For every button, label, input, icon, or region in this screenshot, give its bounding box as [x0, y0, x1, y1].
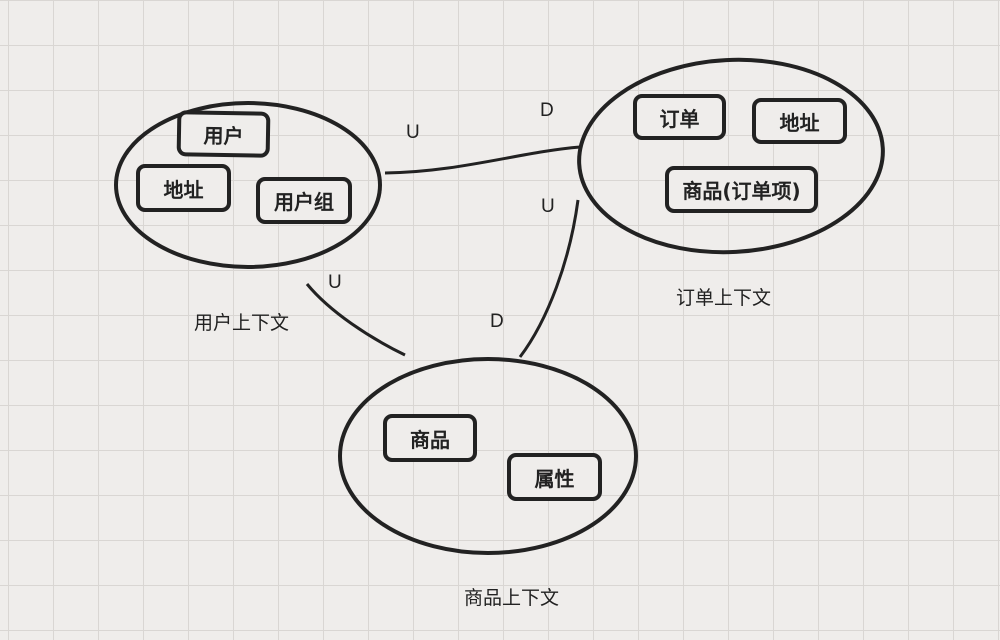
entity-user-address: 地址	[136, 164, 231, 212]
product-order-downstream-label: D	[490, 311, 504, 332]
order-context-boundary	[577, 57, 885, 255]
user-context-title: 用户上下文	[194, 312, 290, 334]
product-order-upstream-label: U	[541, 196, 555, 217]
entity-user-group: 用户组	[256, 177, 352, 224]
product-context-title: 商品上下文	[464, 587, 560, 609]
entity-user: 用户	[176, 110, 271, 158]
entity-product-attribute: 属性	[507, 453, 602, 501]
user-product-upstream-label: U	[328, 272, 342, 293]
entity-product: 商品	[383, 414, 477, 462]
user-order-upstream-label: U	[406, 122, 420, 143]
user-order-downstream-label: D	[540, 100, 554, 121]
entity-order-item: 商品(订单项)	[665, 166, 818, 213]
user-product-relation-line	[305, 283, 406, 357]
order-context-title: 订单上下文	[676, 287, 772, 309]
product-order-relation-line	[518, 199, 580, 358]
user-context-boundary	[114, 101, 382, 269]
product-context-boundary	[338, 357, 638, 555]
user-order-relation-line	[384, 145, 581, 175]
entity-order-address: 地址	[752, 98, 847, 144]
entity-order: 订单	[633, 94, 726, 140]
